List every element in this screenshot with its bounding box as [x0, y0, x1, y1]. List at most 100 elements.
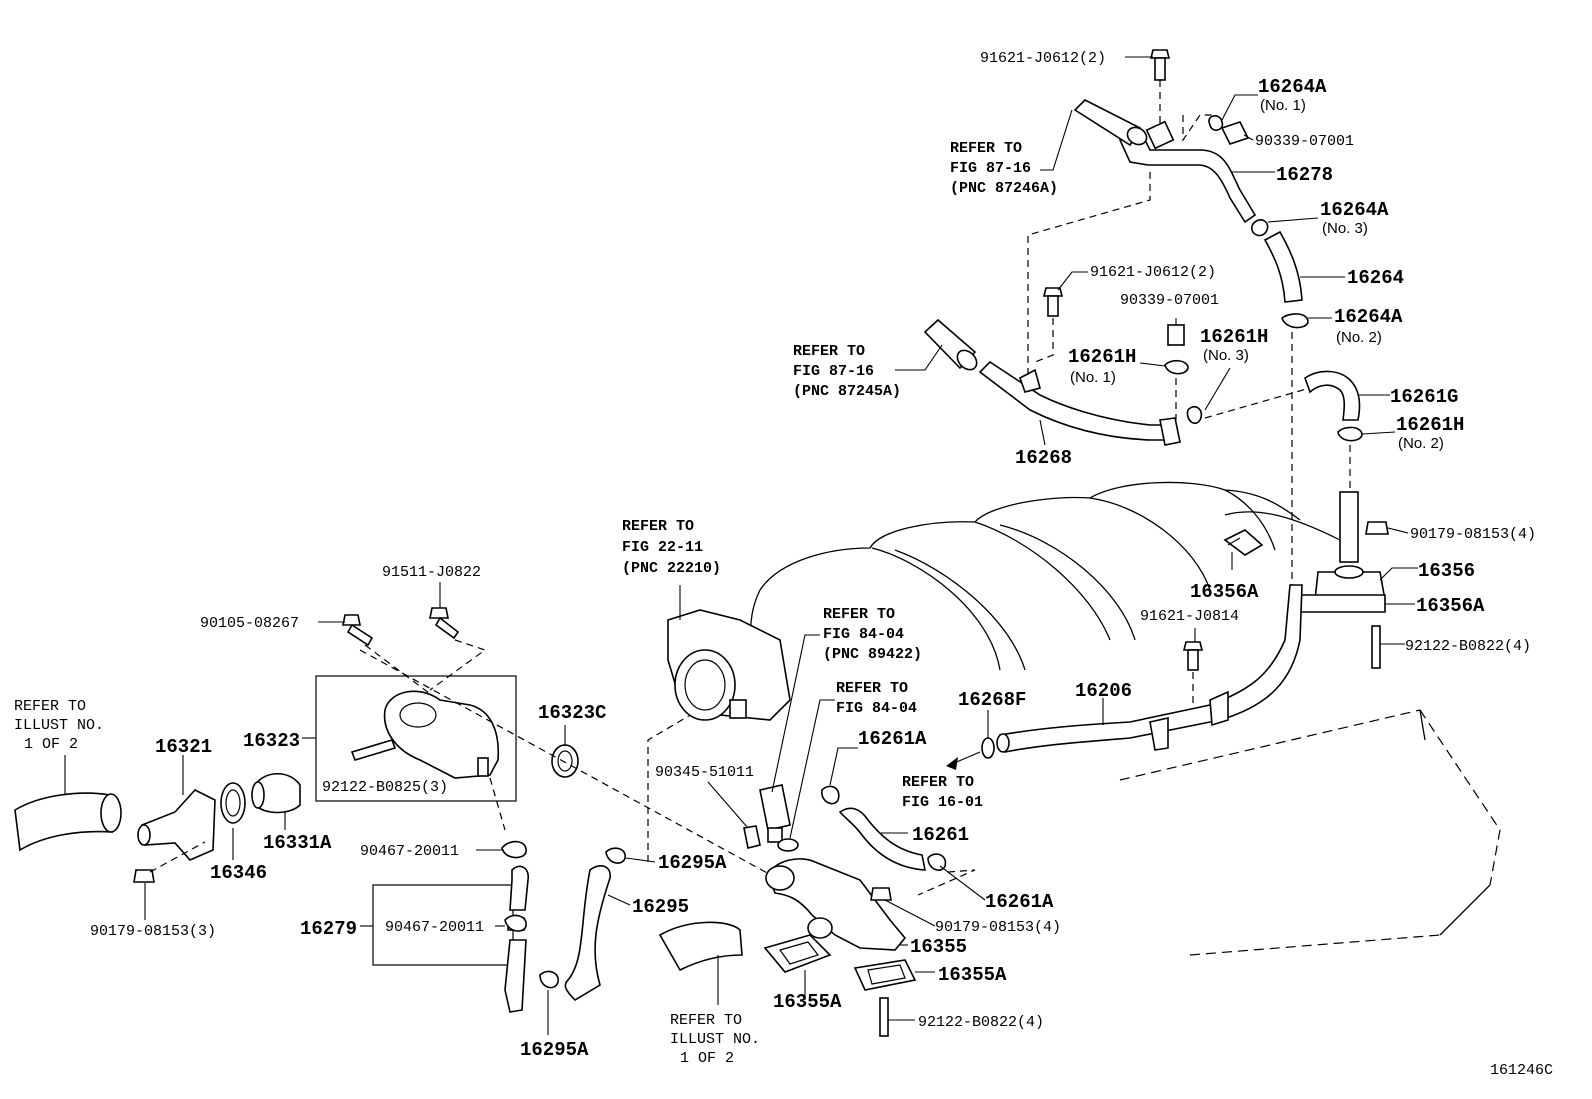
label-16356a-left[interactable]: 16356A [1190, 581, 1259, 603]
ref-fig-87-16-b-l2[interactable]: FIG 87-16 [793, 363, 874, 380]
clip-16295a-bottom[interactable] [539, 970, 559, 989]
label-16323[interactable]: 16323 [243, 730, 300, 752]
ref-illust-bottom-l2[interactable]: ILLUST NO. [670, 1031, 760, 1048]
hose-16279[interactable] [504, 865, 530, 1013]
label-16295a-top[interactable]: 16295A [658, 852, 727, 874]
ref-fig-84-04-a-l3[interactable]: (PNC 89422) [823, 646, 922, 663]
ref-fig-87-16-a-l2[interactable]: FIG 87-16 [950, 160, 1031, 177]
label-90339-07001-top[interactable]: 90339-07001 [1255, 133, 1354, 150]
gasket-16356a-left[interactable] [1223, 529, 1264, 556]
label-16323c[interactable]: 16323C [538, 702, 606, 724]
pipe-16268[interactable] [978, 360, 1181, 446]
label-90345-51011[interactable]: 90345-51011 [655, 764, 754, 781]
label-16295a-bottom[interactable]: 16295A [520, 1039, 589, 1061]
label-16355a-left[interactable]: 16355A [773, 991, 842, 1013]
label-16261[interactable]: 16261 [912, 824, 969, 846]
label-90179-08153-mid[interactable]: 90179-08153(4) [935, 919, 1061, 936]
inlet-16321[interactable] [137, 789, 216, 861]
ref-fig-84-04-a-l1[interactable]: REFER TO [823, 606, 895, 623]
bolt-90105-08267[interactable] [342, 614, 374, 647]
label-91511-j0822[interactable]: 91511-J0822 [382, 564, 481, 581]
o-ring-16268f[interactable] [981, 737, 995, 759]
label-16261g[interactable]: 16261G [1390, 386, 1458, 408]
stud-92122-b0822-right[interactable] [1371, 625, 1381, 669]
nut-90179-08153-mid[interactable] [870, 887, 892, 901]
o-ring-16323c[interactable] [551, 744, 579, 778]
label-90105-08267[interactable]: 90105-08267 [200, 615, 299, 632]
label-92122-b0822-right[interactable]: 92122-B0822(4) [1405, 638, 1531, 655]
ref-fig-84-04-a-l2[interactable]: FIG 84-04 [823, 626, 904, 643]
label-16356a-right[interactable]: 16356A [1416, 595, 1485, 617]
ref-fig-16-01-l2[interactable]: FIG 16-01 [902, 794, 983, 811]
ref-fig-87-16-b-l3[interactable]: (PNC 87245A) [793, 383, 901, 400]
label-16206[interactable]: 16206 [1075, 680, 1132, 702]
thermostat-16331a[interactable] [251, 772, 301, 814]
label-90467-20011-b[interactable]: 90467-20011 [385, 919, 484, 936]
stud-92122-b0822-bottom[interactable] [879, 997, 889, 1037]
plug-90339-07001-top[interactable] [1220, 121, 1250, 145]
pipe-16356[interactable] [1314, 491, 1386, 601]
label-16268f[interactable]: 16268F [958, 689, 1026, 711]
label-16261a-top[interactable]: 16261A [858, 728, 927, 750]
hose-16261[interactable] [838, 807, 926, 871]
ref-fig-22-11-l1[interactable]: REFER TO [622, 518, 694, 535]
label-16355a-right[interactable]: 16355A [938, 964, 1007, 986]
label-90467-20011-a[interactable]: 90467-20011 [360, 843, 459, 860]
clip-16261a-top[interactable] [821, 785, 840, 805]
bolt-91511-j0822[interactable] [429, 607, 460, 640]
gasket-16356a-right[interactable] [1299, 594, 1386, 613]
label-90179-08153-left[interactable]: 90179-08153(3) [90, 923, 216, 940]
sensor-90345-51011[interactable] [743, 825, 761, 849]
label-16356[interactable]: 16356 [1418, 560, 1475, 582]
ref-illust-left-l3[interactable]: 1 OF 2 [24, 736, 78, 753]
hose-16278[interactable] [1118, 120, 1257, 224]
clip-16295a-top[interactable] [605, 847, 626, 864]
ref-fig-84-04-b-l1[interactable]: REFER TO [836, 680, 908, 697]
ref-fig-87-16-a-l1[interactable]: REFER TO [950, 140, 1022, 157]
clamp-90467-20011-a[interactable] [501, 840, 527, 859]
label-16261h-no1[interactable]: 16261H [1068, 346, 1136, 368]
clip-16261h-no2[interactable] [1337, 426, 1363, 442]
outlet-16355[interactable] [765, 858, 907, 951]
label-16346[interactable]: 16346 [210, 862, 267, 884]
gasket-16346[interactable] [220, 782, 246, 824]
label-16355[interactable]: 16355 [910, 936, 967, 958]
label-16331a[interactable]: 16331A [263, 832, 332, 854]
stud-92122-b0825[interactable] [350, 739, 397, 761]
ref-fig-87-16-b-l1[interactable]: REFER TO [793, 343, 865, 360]
clamp-90467-20011-b[interactable] [504, 914, 527, 932]
nut-90179-08153-right[interactable] [1365, 521, 1389, 535]
pipe-16206[interactable] [996, 584, 1303, 753]
label-92122-b0822-bottom[interactable]: 92122-B0822(4) [918, 1014, 1044, 1031]
bolt-91621-j0612-mid[interactable] [1042, 287, 1064, 317]
label-90339-07001-mid[interactable]: 90339-07001 [1120, 292, 1219, 309]
label-16261h-no2[interactable]: 16261H [1396, 414, 1464, 436]
housing-16323[interactable] [383, 690, 500, 779]
ref-illust-bottom-l3[interactable]: 1 OF 2 [680, 1050, 734, 1067]
clip-16264a-no3[interactable] [1251, 219, 1269, 237]
ref-fig-87-16-a-l3[interactable]: (PNC 87246A) [950, 180, 1058, 197]
label-91621-j0814[interactable]: 91621-J0814 [1140, 608, 1239, 625]
label-16278[interactable]: 16278 [1276, 164, 1333, 186]
nut-90179-08153-left[interactable] [133, 869, 155, 883]
label-91621-j0612-mid[interactable]: 91621-J0612(2) [1090, 264, 1216, 281]
ref-illust-left-l1[interactable]: REFER TO [14, 698, 86, 715]
clip-16261h-no3[interactable] [1186, 405, 1203, 425]
hose-16261g[interactable] [1304, 370, 1361, 421]
label-16261h-no3[interactable]: 16261H [1200, 326, 1268, 348]
bolt-91621-j0612-top[interactable] [1149, 49, 1171, 81]
ref-fig-22-11-l3[interactable]: (PNC 22210) [622, 560, 721, 577]
hose-16264[interactable] [1263, 230, 1303, 303]
label-16321[interactable]: 16321 [155, 736, 212, 758]
label-91621-j0612-top[interactable]: 91621-J0612(2) [980, 50, 1106, 67]
clip-16261h-no1[interactable] [1164, 359, 1189, 375]
label-16295[interactable]: 16295 [632, 896, 689, 918]
label-90179-08153-right[interactable]: 90179-08153(4) [1410, 526, 1536, 543]
label-16268[interactable]: 16268 [1015, 447, 1072, 469]
label-16264[interactable]: 16264 [1347, 267, 1404, 289]
ref-fig-84-04-b-l2[interactable]: FIG 84-04 [836, 700, 917, 717]
label-16264a-no1[interactable]: 16264A [1258, 76, 1327, 98]
label-92122-b0825[interactable]: 92122-B0825(3) [322, 779, 448, 796]
label-16264a-no2[interactable]: 16264A [1334, 306, 1403, 328]
ref-illust-left-l2[interactable]: ILLUST NO. [14, 717, 104, 734]
